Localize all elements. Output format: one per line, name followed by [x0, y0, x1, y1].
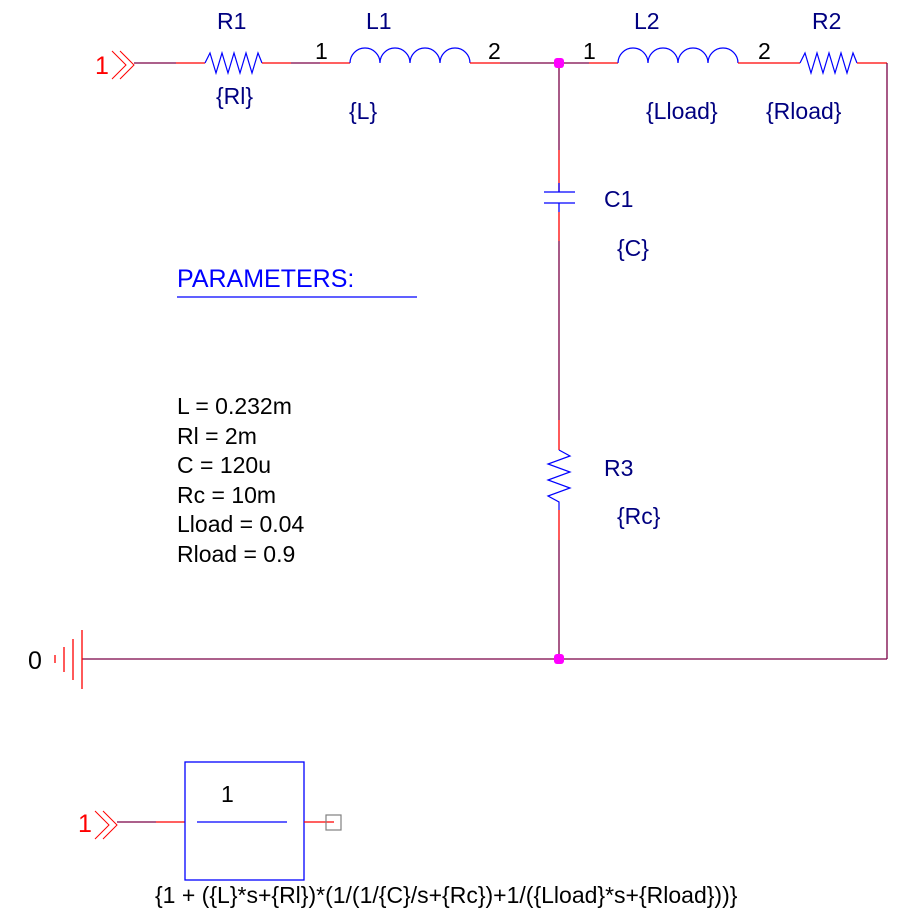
- ground-icon[interactable]: [54, 630, 83, 689]
- ground-net-label: 0: [28, 647, 42, 675]
- output-pin-icon[interactable]: [325, 814, 342, 831]
- l2-value-label[interactable]: {Lload}: [646, 98, 718, 124]
- parameter-line: L = 0.232m: [177, 393, 292, 419]
- r2-ref-label[interactable]: R2: [812, 8, 842, 34]
- resistor-r2-symbol[interactable]: [799, 50, 858, 76]
- parameter-line: Rl = 2m: [177, 422, 257, 449]
- port-symbol-top[interactable]: [111, 50, 135, 80]
- l2-pin2-label: 2: [758, 38, 771, 64]
- l2-pin1-label: 1: [583, 38, 596, 64]
- junction-dot-top: [554, 58, 564, 68]
- r2-value-label[interactable]: {Rload}: [766, 98, 842, 124]
- port-label-bottom: 1: [78, 810, 92, 838]
- c1-ref-label[interactable]: C1: [604, 186, 634, 212]
- parameter-line: Rc = 10m: [177, 481, 277, 508]
- laplace-block[interactable]: [184, 761, 305, 881]
- r3-value-label[interactable]: {Rc}: [617, 503, 661, 529]
- capacitor-c1-symbol[interactable]: [544, 183, 575, 212]
- parameters-list[interactable]: L = 0.232m Rl = 2m C = 120u Rc = 10m Llo…: [177, 392, 304, 569]
- port-label-top: 1: [95, 52, 109, 80]
- port-symbol-bottom[interactable]: [94, 810, 118, 840]
- junction-dot-bottom: [554, 654, 564, 664]
- parameter-line: C = 120u: [177, 452, 271, 478]
- l2-ref-label[interactable]: L2: [634, 8, 660, 34]
- parameter-line: Rload = 0.9: [177, 540, 296, 567]
- r1-value-label[interactable]: {Rl}: [216, 83, 254, 109]
- laplace-numerator: 1: [221, 781, 234, 807]
- laplace-formula[interactable]: {1 + ({L}*s+{Rl})*(1/(1/{C}/s+{Rc})+1/({…: [155, 882, 738, 908]
- inductor-l1-symbol[interactable]: [349, 47, 471, 64]
- l1-pin1-label: 1: [315, 38, 328, 64]
- resistor-r3-symbol[interactable]: [546, 449, 572, 510]
- r1-ref-label[interactable]: R1: [217, 8, 247, 34]
- parameters-title[interactable]: PARAMETERS:: [177, 265, 355, 293]
- inductor-l2-symbol[interactable]: [617, 47, 739, 64]
- l1-pin2-label: 2: [488, 38, 501, 64]
- c1-value-label[interactable]: {C}: [617, 235, 649, 261]
- resistor-r1-symbol[interactable]: [204, 50, 263, 76]
- parameter-line: Lload = 0.04: [177, 511, 305, 537]
- l1-value-label[interactable]: {L}: [349, 98, 378, 124]
- r3-ref-label[interactable]: R3: [604, 455, 634, 481]
- l1-ref-label[interactable]: L1: [366, 8, 392, 34]
